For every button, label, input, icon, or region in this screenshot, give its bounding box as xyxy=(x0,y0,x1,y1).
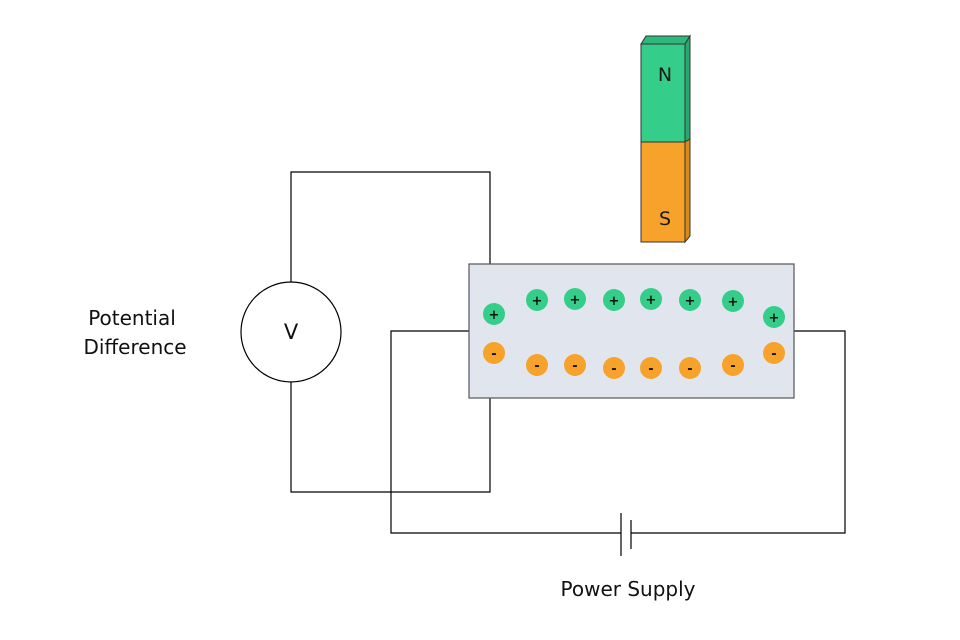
bar-magnet: N S xyxy=(640,34,691,244)
negative-charge xyxy=(640,357,662,379)
positive-charge-symbol: + xyxy=(609,294,620,309)
negative-charge xyxy=(679,357,701,379)
negative-charge-symbol: - xyxy=(730,359,735,374)
magnet-north-side-face xyxy=(684,34,691,143)
positive-charge xyxy=(603,289,625,311)
positive-charge xyxy=(722,290,744,312)
negative-charge-symbol: - xyxy=(687,362,692,377)
supply-left-wire xyxy=(390,330,621,534)
positive-charge xyxy=(526,289,548,311)
conductor-plate xyxy=(468,263,795,399)
voltmeter: V xyxy=(240,281,342,383)
negative-charge xyxy=(763,342,785,364)
magnet-south-side-face xyxy=(684,138,691,244)
voltmeter-symbol: V xyxy=(284,320,299,344)
positive-charge-symbol: + xyxy=(570,293,581,308)
negative-charge-symbol: - xyxy=(534,359,539,374)
magnet-top-face xyxy=(640,35,691,45)
magnet-north-pole xyxy=(640,43,686,143)
positive-charge xyxy=(564,288,586,310)
voltmeter-circle xyxy=(240,281,342,383)
supply-right-wire xyxy=(631,330,846,534)
negative-charge-symbol: - xyxy=(491,347,496,362)
charge-carriers: + + + + + + + + - - - - - - - - xyxy=(483,288,785,379)
negative-charge xyxy=(722,354,744,376)
positive-charge-symbol: + xyxy=(646,293,657,308)
negative-charge xyxy=(526,354,548,376)
positive-charge-symbol: + xyxy=(728,295,739,310)
negative-charge-symbol: - xyxy=(572,359,577,374)
power-supply-label: Power Supply xyxy=(561,577,696,601)
positive-charge xyxy=(483,303,505,325)
negative-charge-symbol: - xyxy=(771,347,776,362)
south-pole-label: S xyxy=(659,208,671,230)
negative-charge xyxy=(564,354,586,376)
negative-charge xyxy=(483,342,505,364)
positive-charge-symbol: + xyxy=(769,311,780,326)
magnet-south-pole xyxy=(640,141,686,243)
positive-charge-symbol: + xyxy=(532,294,543,309)
potential-difference-label-line2: Difference xyxy=(83,335,186,359)
potential-difference-label-line1: Potential xyxy=(88,306,176,330)
negative-charge-symbol: - xyxy=(611,362,616,377)
negative-charge-symbol: - xyxy=(648,362,653,377)
positive-charge xyxy=(679,289,701,311)
positive-charge xyxy=(763,306,785,328)
positive-charge-symbol: + xyxy=(685,294,696,309)
north-pole-label: N xyxy=(658,64,672,86)
positive-charge xyxy=(640,288,662,310)
negative-charge xyxy=(603,357,625,379)
voltmeter-top-wire xyxy=(290,171,491,283)
positive-charge-symbol: + xyxy=(489,308,500,323)
